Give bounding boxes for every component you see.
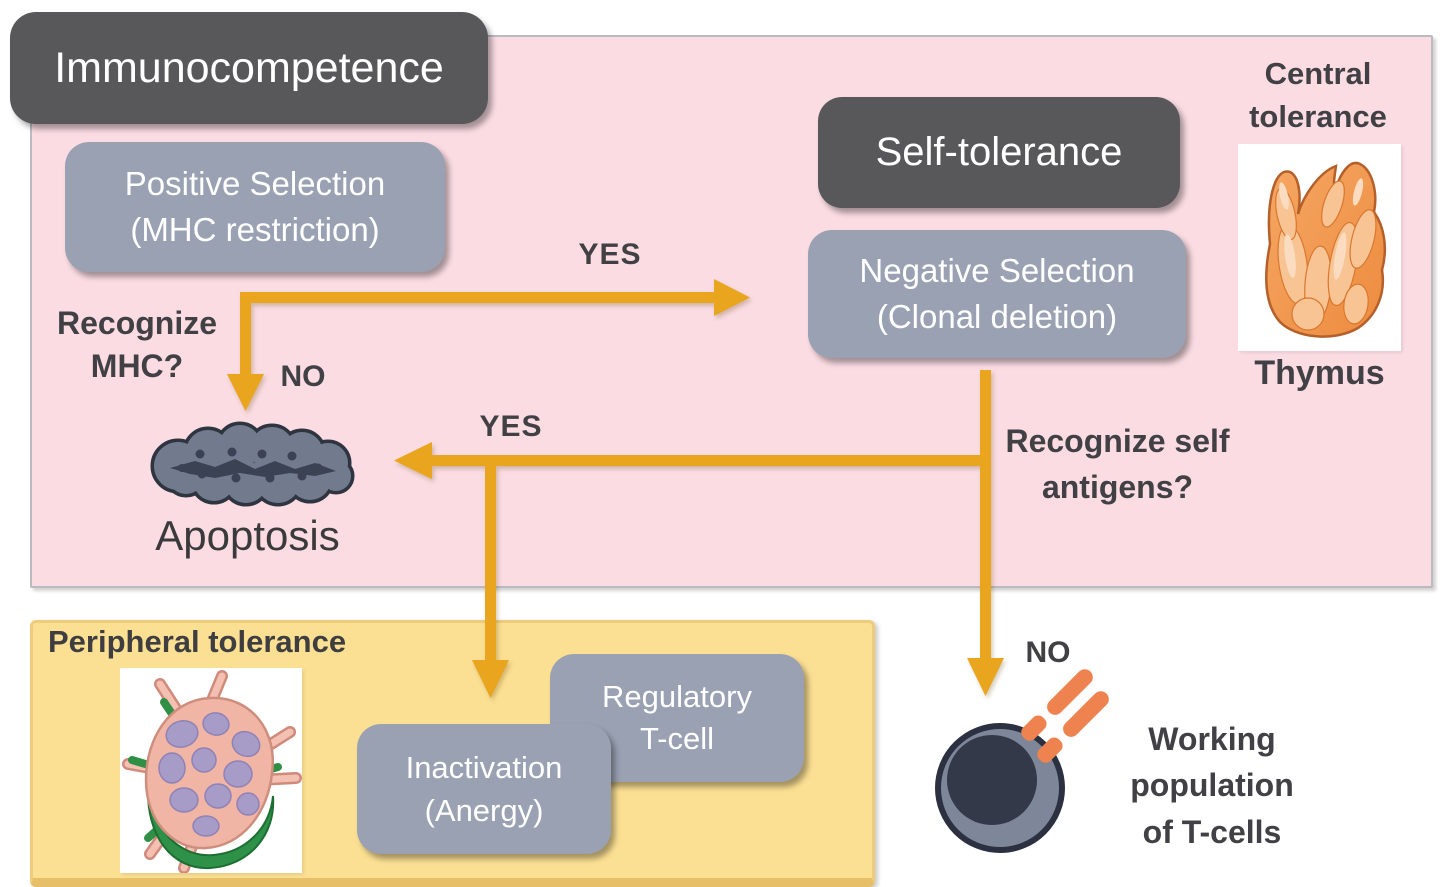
positive-selection-line2: (MHC restriction): [130, 211, 380, 248]
no-label-top: NO: [280, 360, 326, 393]
self-tolerance-title-box: Self-tolerance: [818, 97, 1180, 208]
inactivation-anergy-box: Inactivation (Anergy): [357, 724, 611, 854]
negative-selection-line1: Negative Selection: [859, 251, 1135, 289]
inactivation-line1: Inactivation: [405, 749, 563, 785]
yes-label-top: YES: [578, 238, 642, 271]
immunocompetence-title-box: Immunocompetence: [10, 12, 488, 124]
recognize-self-antigens-question: Recognize self antigens?: [1005, 423, 1230, 506]
peripheral-tolerance-label: Peripheral tolerance: [48, 624, 347, 659]
lymph-node-icon: [122, 670, 302, 873]
thymus-label: Thymus: [1254, 354, 1385, 392]
regulatory-tcell-line2: T-cell: [639, 721, 715, 756]
working-population-label: Working population of T-cells: [1130, 721, 1294, 850]
inactivation-line2: (Anergy): [424, 793, 544, 828]
yes-label-middle: YES: [479, 410, 543, 443]
thymus-organ-icon: [1265, 161, 1386, 338]
positive-selection-line1: Positive Selection: [124, 164, 386, 202]
self-tolerance-title: Self-tolerance: [875, 130, 1123, 174]
apoptosis-label: Apoptosis: [155, 512, 340, 559]
recognize-mhc-question: Recognize MHC?: [56, 305, 218, 385]
negative-selection-line2: (Clonal deletion): [876, 298, 1118, 335]
regulatory-tcell-line1: Regulatory: [602, 679, 752, 715]
no-label-bottom: NO: [1025, 636, 1071, 669]
negative-selection-box: Negative Selection (Clonal deletion): [808, 230, 1186, 358]
positive-selection-box: Positive Selection (MHC restriction): [65, 142, 445, 272]
t-cell-icon: [935, 669, 1109, 853]
central-tolerance-label: Central tolerance: [1249, 56, 1387, 135]
immunocompetence-title: Immunocompetence: [54, 43, 444, 92]
tcr-receptor-icon: [1021, 669, 1109, 763]
apoptotic-cell-icon: [150, 421, 355, 507]
